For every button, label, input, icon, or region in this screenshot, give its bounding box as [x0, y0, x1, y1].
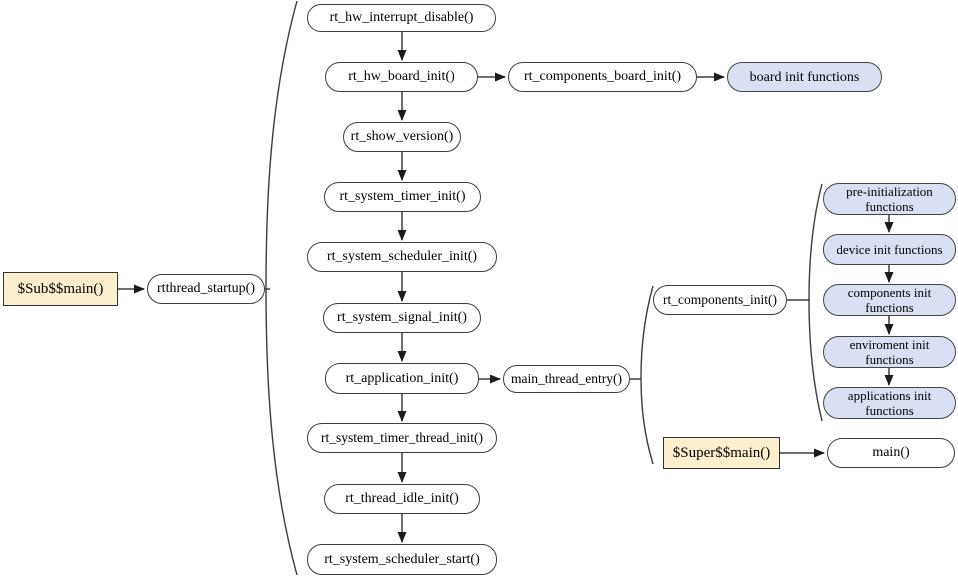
- node-rt-system-timer-thread-init: rt_system_timer_thread_init(): [307, 423, 497, 453]
- node-rtthread-startup: rtthread_startup(): [147, 274, 265, 304]
- startup-sequence-brace: [265, 0, 298, 576]
- node-rt-system-timer-init: rt_system_timer_init(): [324, 182, 481, 212]
- node-rt-components-board-init: rt_components_board_init(): [508, 62, 697, 92]
- node-board-init-functions: board init functions: [727, 62, 882, 92]
- node-rt-hw-interrupt-disable: rt_hw_interrupt_disable(): [307, 4, 496, 32]
- node-rt-thread-idle-init: rt_thread_idle_init(): [324, 484, 480, 514]
- node-main: main(): [827, 438, 955, 468]
- node-components-init-functions: components init functions: [823, 284, 956, 316]
- node-super-main: $Super$$main(): [663, 437, 780, 469]
- node-applications-init-functions: applications init functions: [823, 387, 956, 419]
- node-rt-show-version: rt_show_version(): [343, 122, 461, 152]
- node-main-thread-entry: main_thread_entry(): [503, 365, 630, 393]
- init-groups-brace: [808, 183, 823, 422]
- main-thread-brace: [640, 285, 654, 465]
- node-enviroment-init-functions: enviroment init functions: [823, 336, 956, 368]
- node-pre-initialization-functions: pre-initialization functions: [823, 183, 956, 215]
- node-device-init-functions: device init functions: [823, 234, 956, 265]
- node-rt-system-scheduler-init: rt_system_scheduler_init(): [307, 242, 497, 272]
- node-sub-main: $Sub$$main(): [3, 272, 118, 306]
- node-rt-application-init: rt_application_init(): [325, 363, 479, 394]
- node-rt-hw-board-init: rt_hw_board_init(): [325, 62, 478, 92]
- node-rt-system-signal-init: rt_system_signal_init(): [323, 303, 481, 333]
- node-rt-components-init: rt_components_init(): [653, 285, 787, 315]
- node-rt-system-scheduler-start: rt_system_scheduler_start(): [307, 544, 497, 575]
